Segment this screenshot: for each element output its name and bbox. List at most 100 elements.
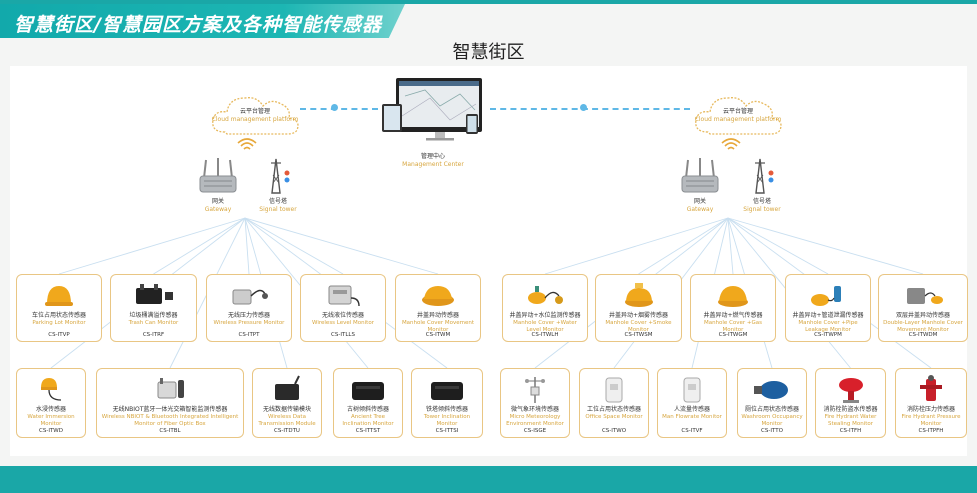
washroom-sensor-icon <box>738 373 806 405</box>
manhole-smoke-sensor-icon <box>596 279 681 311</box>
weather-station-icon <box>501 373 569 405</box>
dtu-module-icon <box>253 373 321 405</box>
signal-tower-icon <box>755 158 774 194</box>
sensor-name-en: Manhole Cover +Water Level Monitor <box>513 320 577 333</box>
link-right <box>490 108 690 110</box>
sensor-model: CS-ITWPM <box>814 332 842 338</box>
sensor-name-en: Double-Layer Manhole Cover Movement Moni… <box>883 320 963 333</box>
sensor-name-en: Water Immersion Monitor <box>27 414 75 427</box>
gateway-right-en: Gateway <box>686 206 714 213</box>
sensor-name-en: Trash Can Monitor <box>128 320 179 326</box>
sensor-name-en: Wireless Level Monitor <box>312 320 374 326</box>
sensor-model: CS-ISGE <box>523 428 547 434</box>
pressure-sensor-icon <box>207 279 291 311</box>
sensor-model: CS-ITWD <box>39 428 63 434</box>
sensor-name-en: Manhole Cover +Smoke Monitor <box>605 320 672 333</box>
link-left <box>300 108 378 110</box>
sensor-name-zh: 无线压力传感器 <box>227 312 270 319</box>
office-sensor-icon <box>580 373 648 405</box>
sensor-name-zh: 井盖异动+水位监测传感器 <box>509 312 581 319</box>
sensor-model: CS-ITRF <box>142 332 165 338</box>
double-layer-sensor-icon <box>879 279 967 311</box>
yellow-disc-sensor-icon <box>396 279 480 311</box>
link-left-dot <box>331 104 338 111</box>
sensor-name-zh: 工位占用状态传感器 <box>586 406 641 413</box>
sensor-model: CS-ITVF <box>681 428 703 434</box>
signal-left-en: Signal tower <box>259 206 297 213</box>
fiber-box-sensor-icon <box>97 373 243 405</box>
link-right-dot <box>580 104 587 111</box>
sensor-model: CS-ITPT <box>238 332 260 338</box>
sensor-model: CS-ITWDM <box>908 332 938 338</box>
hydrant-pressure-sensor-icon <box>896 373 966 405</box>
management-center-screen <box>380 76 486 146</box>
manhole-gas-sensor-icon <box>691 279 775 311</box>
sensor-name-zh: 车位占用状态传感器 <box>31 312 86 319</box>
gateway-device-icon <box>199 158 237 193</box>
sensor-model: CS-ITWSM <box>624 332 653 338</box>
cloud-platform-right: 云平台管理 Cloud management platform <box>688 84 788 144</box>
sensor-name-zh: 井盖异动传感器 <box>416 312 459 319</box>
title-banner: 智慧街区/智慧园区方案及各种智能传感器 <box>0 4 405 38</box>
gateway-left-zh: 网关 <box>211 198 224 205</box>
black-box-sensor-icon <box>111 279 196 311</box>
water-immersion-sensor-icon <box>17 373 85 405</box>
tree-tilt-sensor-icon <box>334 373 402 405</box>
sensor-model: CS-ITWO <box>601 428 627 434</box>
sensor-name-en: Fire Hydrant Water Stealing Monitor <box>824 414 877 427</box>
sensor-name-zh: 消防栓压力传感器 <box>906 406 955 413</box>
sensor-name-zh: 古树倾斜传感器 <box>346 406 389 413</box>
wifi-icon <box>721 138 741 150</box>
people-counter-icon <box>658 373 726 405</box>
sensor-name-en: Wireless Pressure Monitor <box>213 320 285 326</box>
computer-monitor-icon <box>382 78 482 141</box>
cloud-right-en: Cloud management platform <box>694 116 782 123</box>
sensor-name-zh: 垃圾桶满溢传感器 <box>129 312 178 319</box>
sensor-model: CS-ITWM <box>425 332 451 338</box>
cloud-left-zh: 云平台管理 <box>239 108 270 115</box>
cloud-right-zh: 云平台管理 <box>722 108 753 115</box>
signal-left-zh: 信号塔 <box>268 198 287 205</box>
signal-tower-icon <box>271 158 290 194</box>
sensor-name-en: Manhole Cover Movement Monitor <box>401 320 475 333</box>
yellow-dome-sensor-icon <box>17 279 101 311</box>
footer-bar <box>0 466 977 493</box>
sensor-model: CS-ITVP <box>48 332 70 338</box>
sensor-name-zh: 无线液位传感器 <box>321 312 364 319</box>
sensor-model: CS-ITPFH <box>918 428 944 434</box>
management-center-en: Management Center <box>402 161 464 168</box>
sensor-name-en: Micro Meteorology Environment Monitor <box>506 414 564 427</box>
sensor-name-en: Manhole Cover +Gas Monitor <box>703 320 763 333</box>
banner-title: 智慧街区/智慧园区方案及各种智能传感器 <box>14 14 382 36</box>
sensor-name-en: Manhole Cover +Pipe Leakage Monitor <box>798 320 858 333</box>
signal-right-zh: 信号塔 <box>752 198 771 205</box>
cloud-platform-left: 云平台管理 Cloud management platform <box>205 84 305 144</box>
sensor-name-zh: 微气象环境传感器 <box>510 406 559 413</box>
sensor-model: CS-ITTST <box>355 428 381 434</box>
sensor-name-en: Fire Hydrant Pressure Monitor <box>901 414 961 427</box>
tower-tilt-sensor-icon <box>412 373 482 405</box>
sensor-name-en: Tower Inclination Monitor <box>423 414 471 427</box>
manhole-pipe-sensor-icon <box>786 279 870 311</box>
top-accent-line <box>0 0 977 4</box>
sensor-model: CS-ITWGM <box>718 332 748 338</box>
gateway-left-en: Gateway <box>204 206 232 213</box>
cloud-icon <box>212 97 299 135</box>
sensor-name-zh: 无线数据传输模块 <box>262 406 311 413</box>
sensor-name-zh: 井盖异动+管道泄漏传感器 <box>792 312 864 319</box>
sensor-name-zh: 双层井盖异动传感器 <box>895 312 950 319</box>
